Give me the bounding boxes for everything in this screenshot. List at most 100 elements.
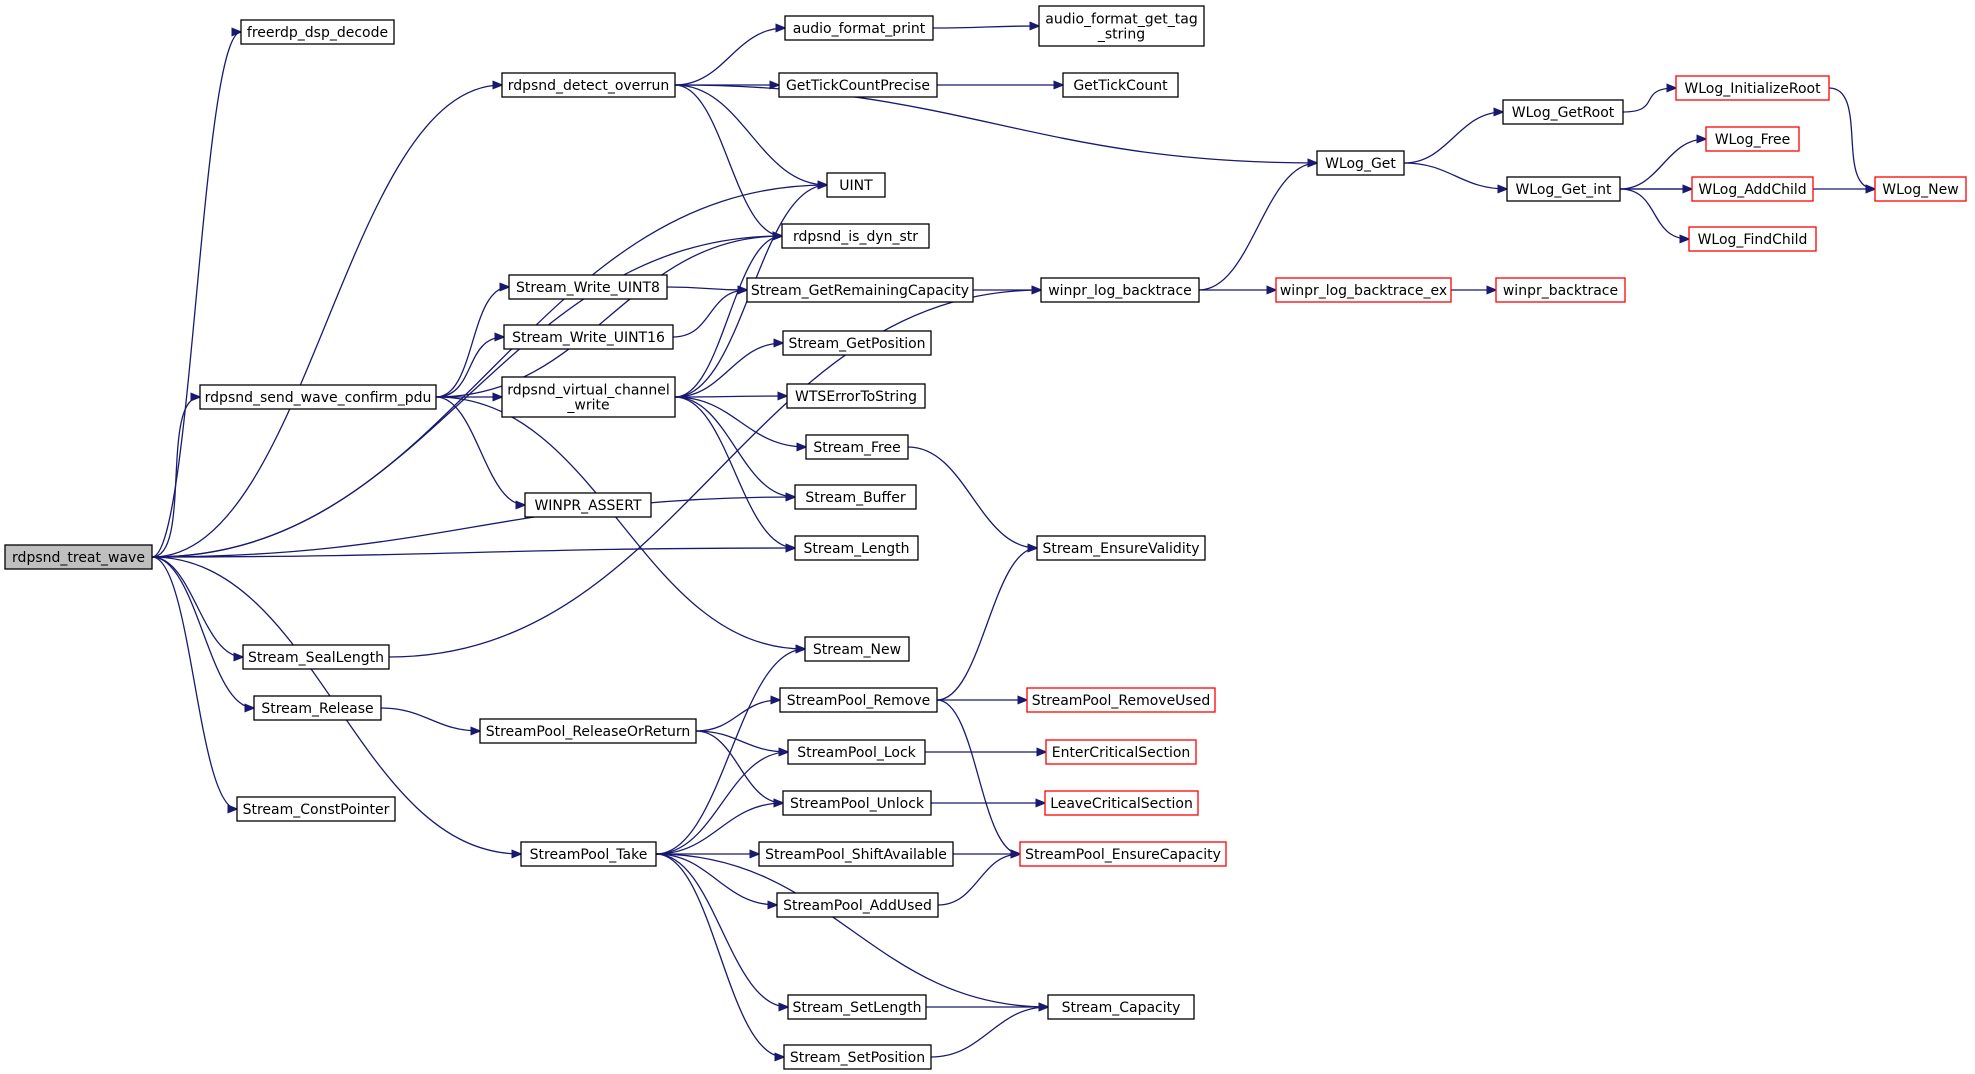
- node-label: winpr_log_backtrace: [1048, 283, 1192, 299]
- node-winpr_log_backtrace[interactable]: winpr_log_backtrace: [1040, 277, 1200, 303]
- node-Stream_Release[interactable]: Stream_Release: [253, 695, 382, 721]
- node-WLog_New[interactable]: WLog_New: [1874, 176, 1967, 202]
- node-label: WLog_InitializeRoot: [1684, 81, 1821, 97]
- node-Stream_Write_UINT8[interactable]: Stream_Write_UINT8: [508, 274, 668, 300]
- node-box: [758, 841, 954, 867]
- node-Stream_SetPosition[interactable]: Stream_SetPosition: [783, 1044, 932, 1070]
- node-box: [1316, 150, 1405, 176]
- node-label: _write: [566, 398, 609, 414]
- node-box: [199, 384, 437, 410]
- node-Stream_Free[interactable]: Stream_Free: [805, 434, 909, 460]
- edge-rdpsnd_virtual_channel_write-to-rdpsnd_is_dyn_str: [674, 236, 782, 398]
- node-box: [783, 1044, 932, 1070]
- node-WLog_FindChild[interactable]: WLog_FindChild: [1688, 226, 1817, 252]
- node-StreamPool_Unlock[interactable]: StreamPool_Unlock: [782, 790, 932, 816]
- node-rdpsnd_is_dyn_str[interactable]: rdpsnd_is_dyn_str: [781, 223, 930, 249]
- node-StreamPool_ReleaseOrReturn[interactable]: StreamPool_ReleaseOrReturn: [479, 718, 697, 744]
- node-box: [524, 492, 652, 518]
- node-GetTickCount[interactable]: GetTickCount: [1062, 72, 1179, 98]
- edge-rdpsnd_detect_overrun-to-UINT: [674, 84, 827, 185]
- node-box: [1275, 277, 1452, 303]
- node-box: [826, 172, 886, 198]
- node-StreamPool_Remove[interactable]: StreamPool_Remove: [779, 687, 938, 713]
- node-label: StreamPool_Remove: [787, 693, 930, 709]
- node-label: UINT: [839, 178, 873, 194]
- node-box: [787, 994, 927, 1020]
- node-Stream_GetPosition[interactable]: Stream_GetPosition: [782, 330, 932, 356]
- edge-rdpsnd_virtual_channel_write-to-Stream_GetPosition: [674, 343, 783, 398]
- edge-WLog_Get_int-to-WLog_FindChild: [1619, 188, 1689, 239]
- edge-rdpsnd_treat_wave-to-rdpsnd_detect_overrun: [151, 85, 502, 558]
- node-StreamPool_Take[interactable]: StreamPool_Take: [520, 841, 657, 867]
- edge-Stream_Release-to-StreamPool_ReleaseOrReturn: [380, 707, 480, 731]
- node-WLog_AddChild[interactable]: WLog_AddChild: [1691, 176, 1814, 202]
- edge-StreamPool_ReleaseOrReturn-to-StreamPool_Unlock: [695, 730, 783, 803]
- node-StreamPool_Lock[interactable]: StreamPool_Lock: [787, 739, 926, 765]
- node-WLog_Get[interactable]: WLog_Get: [1316, 150, 1405, 176]
- node-Stream_EnsureValidity[interactable]: Stream_EnsureValidity: [1036, 535, 1206, 561]
- node-Stream_Capacity[interactable]: Stream_Capacity: [1047, 994, 1195, 1020]
- node-WINPR_ASSERT[interactable]: WINPR_ASSERT: [524, 492, 652, 518]
- node-label: rdpsnd_detect_overrun: [508, 78, 670, 94]
- node-label: GetTickCountPrecise: [786, 78, 930, 94]
- node-Stream_SealLength[interactable]: Stream_SealLength: [242, 644, 390, 670]
- node-WLog_Free[interactable]: WLog_Free: [1705, 126, 1800, 152]
- node-label: StreamPool_ShiftAvailable: [765, 847, 947, 863]
- node-label: StreamPool_RemoveUsed: [1032, 693, 1210, 709]
- node-UINT[interactable]: UINT: [826, 172, 886, 198]
- node-Stream_New[interactable]: Stream_New: [804, 636, 910, 662]
- node-winpr_log_backtrace_ex[interactable]: winpr_log_backtrace_ex: [1275, 277, 1452, 303]
- node-box: [784, 15, 934, 41]
- node-WLog_Get_int[interactable]: WLog_Get_int: [1506, 176, 1621, 202]
- node-Stream_Buffer[interactable]: Stream_Buffer: [794, 484, 917, 510]
- node-label: winpr_backtrace: [1503, 283, 1618, 299]
- node-box: [787, 739, 926, 765]
- node-label: StreamPool_Lock: [797, 745, 916, 761]
- edge-winpr_log_backtrace-to-WLog_Get: [1198, 163, 1317, 291]
- node-box: [1495, 277, 1626, 303]
- node-WTSErrorToString[interactable]: WTSErrorToString: [786, 383, 926, 409]
- node-Stream_Length[interactable]: Stream_Length: [794, 535, 919, 561]
- edge-Stream_SealLength-to-winpr_log_backtrace: [388, 290, 1041, 658]
- edge-rdpsnd_send_wave_confirm_pdu-to-Stream_Write_UINT8: [435, 287, 509, 398]
- node-LeaveCriticalSection[interactable]: LeaveCriticalSection: [1044, 790, 1199, 816]
- edges: [151, 26, 1875, 1058]
- node-GetTickCountPrecise[interactable]: GetTickCountPrecise: [778, 72, 938, 98]
- edge-rdpsnd_send_wave_confirm_pdu-to-Stream_Write_UINT16: [435, 337, 504, 398]
- node-label: Stream_New: [813, 642, 901, 658]
- edge-StreamPool_Take-to-Stream_SetPosition: [655, 853, 784, 1057]
- node-label: rdpsnd_treat_wave: [12, 550, 145, 566]
- node-Stream_Write_UINT16[interactable]: Stream_Write_UINT16: [503, 324, 674, 350]
- node-StreamPool_AddUsed[interactable]: StreamPool_AddUsed: [776, 892, 939, 918]
- edge-audio_format_print-to-audio_format_get_tag_string: [932, 26, 1039, 28]
- node-Stream_SetLength[interactable]: Stream_SetLength: [787, 994, 927, 1020]
- edge-rdpsnd_treat_wave-to-Stream_Buffer: [151, 497, 795, 558]
- node-winpr_backtrace[interactable]: winpr_backtrace: [1495, 277, 1626, 303]
- node-rdpsnd_treat_wave[interactable]: rdpsnd_treat_wave: [4, 544, 153, 570]
- edge-StreamPool_Take-to-Stream_SetLength: [655, 853, 788, 1007]
- node-box: [1502, 99, 1624, 125]
- node-StreamPool_ShiftAvailable[interactable]: StreamPool_ShiftAvailable: [758, 841, 954, 867]
- node-StreamPool_EnsureCapacity[interactable]: StreamPool_EnsureCapacity: [1019, 841, 1227, 867]
- node-EnterCriticalSection[interactable]: EnterCriticalSection: [1045, 739, 1197, 765]
- node-WLog_GetRoot[interactable]: WLog_GetRoot: [1502, 99, 1624, 125]
- node-freerdp_dsp_decode[interactable]: freerdp_dsp_decode: [240, 19, 395, 45]
- node-label: freerdp_dsp_decode: [247, 25, 388, 41]
- node-rdpsnd_virtual_channel_write[interactable]: rdpsnd_virtual_channel_write: [501, 376, 676, 418]
- edge-WLog_InitializeRoot-to-WLog_New: [1828, 87, 1875, 189]
- node-rdpsnd_detect_overrun[interactable]: rdpsnd_detect_overrun: [501, 72, 676, 98]
- node-box: [501, 376, 676, 418]
- node-rdpsnd_send_wave_confirm_pdu[interactable]: rdpsnd_send_wave_confirm_pdu: [199, 384, 437, 410]
- node-box: [805, 434, 909, 460]
- node-audio_format_print[interactable]: audio_format_print: [784, 15, 934, 41]
- node-WLog_InitializeRoot[interactable]: WLog_InitializeRoot: [1675, 75, 1830, 101]
- node-audio_format_get_tag_string[interactable]: audio_format_get_tag_string: [1038, 5, 1205, 47]
- node-box: [1038, 5, 1205, 47]
- node-StreamPool_RemoveUsed[interactable]: StreamPool_RemoveUsed: [1026, 687, 1216, 713]
- node-box: [503, 324, 674, 350]
- nodes: rdpsnd_treat_wave freerdp_dsp_decoderdpsn…: [4, 5, 1967, 1070]
- node-Stream_GetRemainingCapacity[interactable]: Stream_GetRemainingCapacity: [746, 277, 974, 303]
- edge-Stream_SetPosition-to-Stream_Capacity: [930, 1007, 1048, 1058]
- edge-rdpsnd_send_wave_confirm_pdu-to-Stream_New: [435, 396, 805, 649]
- node-Stream_ConstPointer[interactable]: Stream_ConstPointer: [236, 796, 396, 822]
